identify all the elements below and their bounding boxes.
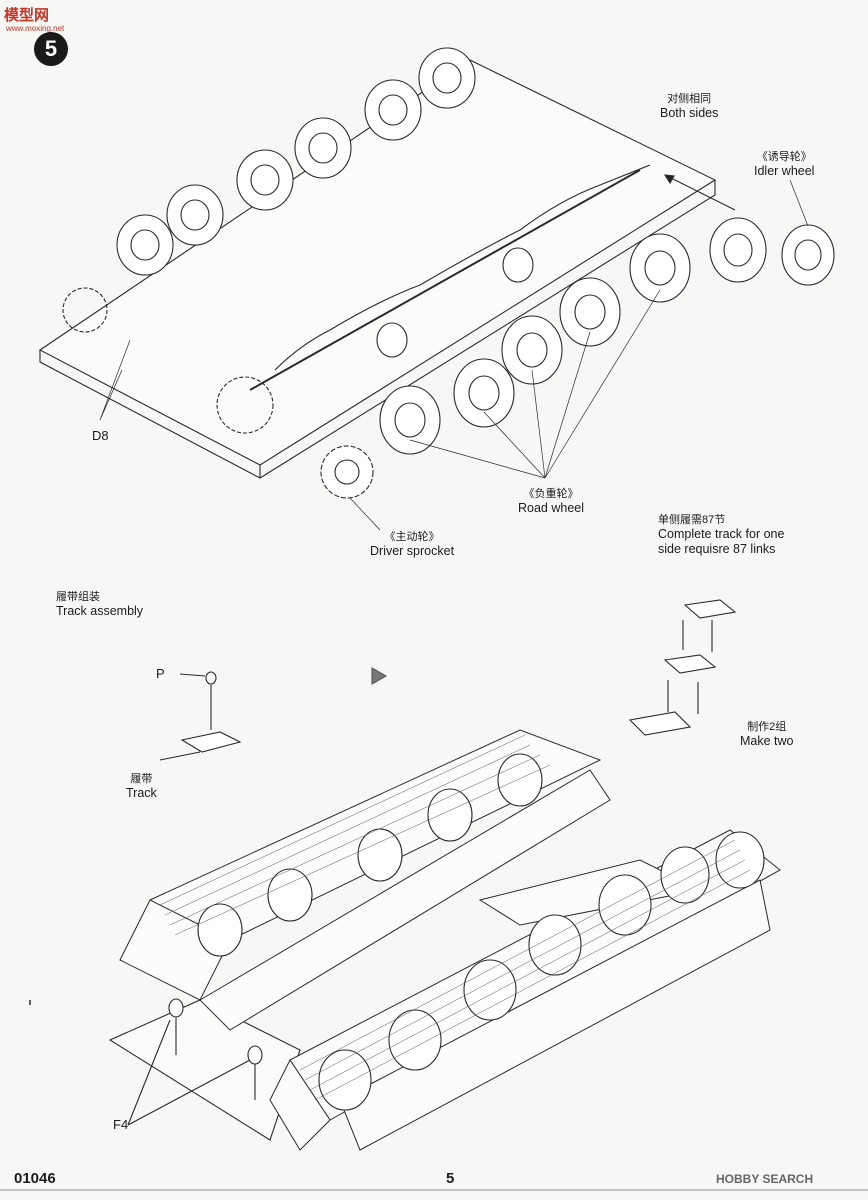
lower-road-wheels — [376, 217, 767, 455]
top-road-wheels — [116, 47, 476, 276]
label-road-en: Road wheel — [518, 501, 585, 515]
label-both-sides-en: Both sides — [660, 106, 719, 120]
label-idler-zh: 《诱导轮》 — [756, 151, 812, 163]
label-track: 履带 Track — [126, 772, 157, 801]
label-driver-zh: 《主动轮》 — [384, 531, 440, 543]
track-link-assembly — [159, 671, 242, 761]
site-logo-url: www.moxing.net — [6, 24, 65, 33]
callout-d8: D8 — [92, 428, 109, 443]
callout-p: P — [156, 666, 165, 681]
label-road-wheel: 《负重轮》 Road wheel — [518, 487, 584, 516]
label-track-assembly: 履带组装 Track assembly — [56, 590, 143, 619]
label-complete-en-1: Complete track for one — [658, 527, 785, 541]
callout-f4: F4 — [113, 1117, 129, 1132]
label-track-assembly-zh: 履带组装 — [56, 591, 100, 603]
step-number-badge: 5 — [34, 32, 68, 66]
label-idler-wheel: 《诱导轮》 Idler wheel — [754, 150, 814, 179]
label-make-two-en: Make two — [740, 734, 794, 748]
label-both-sides: 对侧相同 Both sides — [660, 92, 718, 121]
label-complete-en-2: side requisre 87 links — [658, 542, 776, 556]
label-complete-zh: 单侧履需87节 — [658, 514, 726, 526]
hobby-search-watermark: HOBBY SEARCH — [716, 1172, 814, 1186]
label-track-assembly-en: Track assembly — [56, 604, 144, 618]
label-make-two: 制作2组 Make two — [740, 720, 794, 749]
label-both-sides-zh: 对侧相同 — [667, 93, 712, 105]
label-track-en: Track — [126, 786, 157, 800]
f4-parts — [127, 998, 263, 1126]
label-driver-sprocket: 《主动轮》 Driver sprocket — [370, 530, 454, 559]
idler-wheel-part — [781, 224, 835, 286]
driver-sprocket-part — [320, 445, 374, 499]
label-idler-en: Idler wheel — [754, 164, 815, 178]
label-road-zh: 《负重轮》 — [523, 488, 579, 500]
site-logo: 模型网 — [4, 7, 50, 24]
page-number: 5 — [446, 1170, 455, 1187]
label-track-zh: 履带 — [130, 773, 153, 785]
track-wheels — [197, 753, 765, 1111]
track-link-parts — [628, 599, 737, 736]
product-code: 01046 — [14, 1170, 56, 1187]
label-make-two-zh: 制作2组 — [747, 721, 787, 733]
label-complete-track: 单侧履需87节 Complete track for one side requ… — [658, 513, 784, 557]
label-driver-en: Driver sprocket — [370, 544, 455, 558]
